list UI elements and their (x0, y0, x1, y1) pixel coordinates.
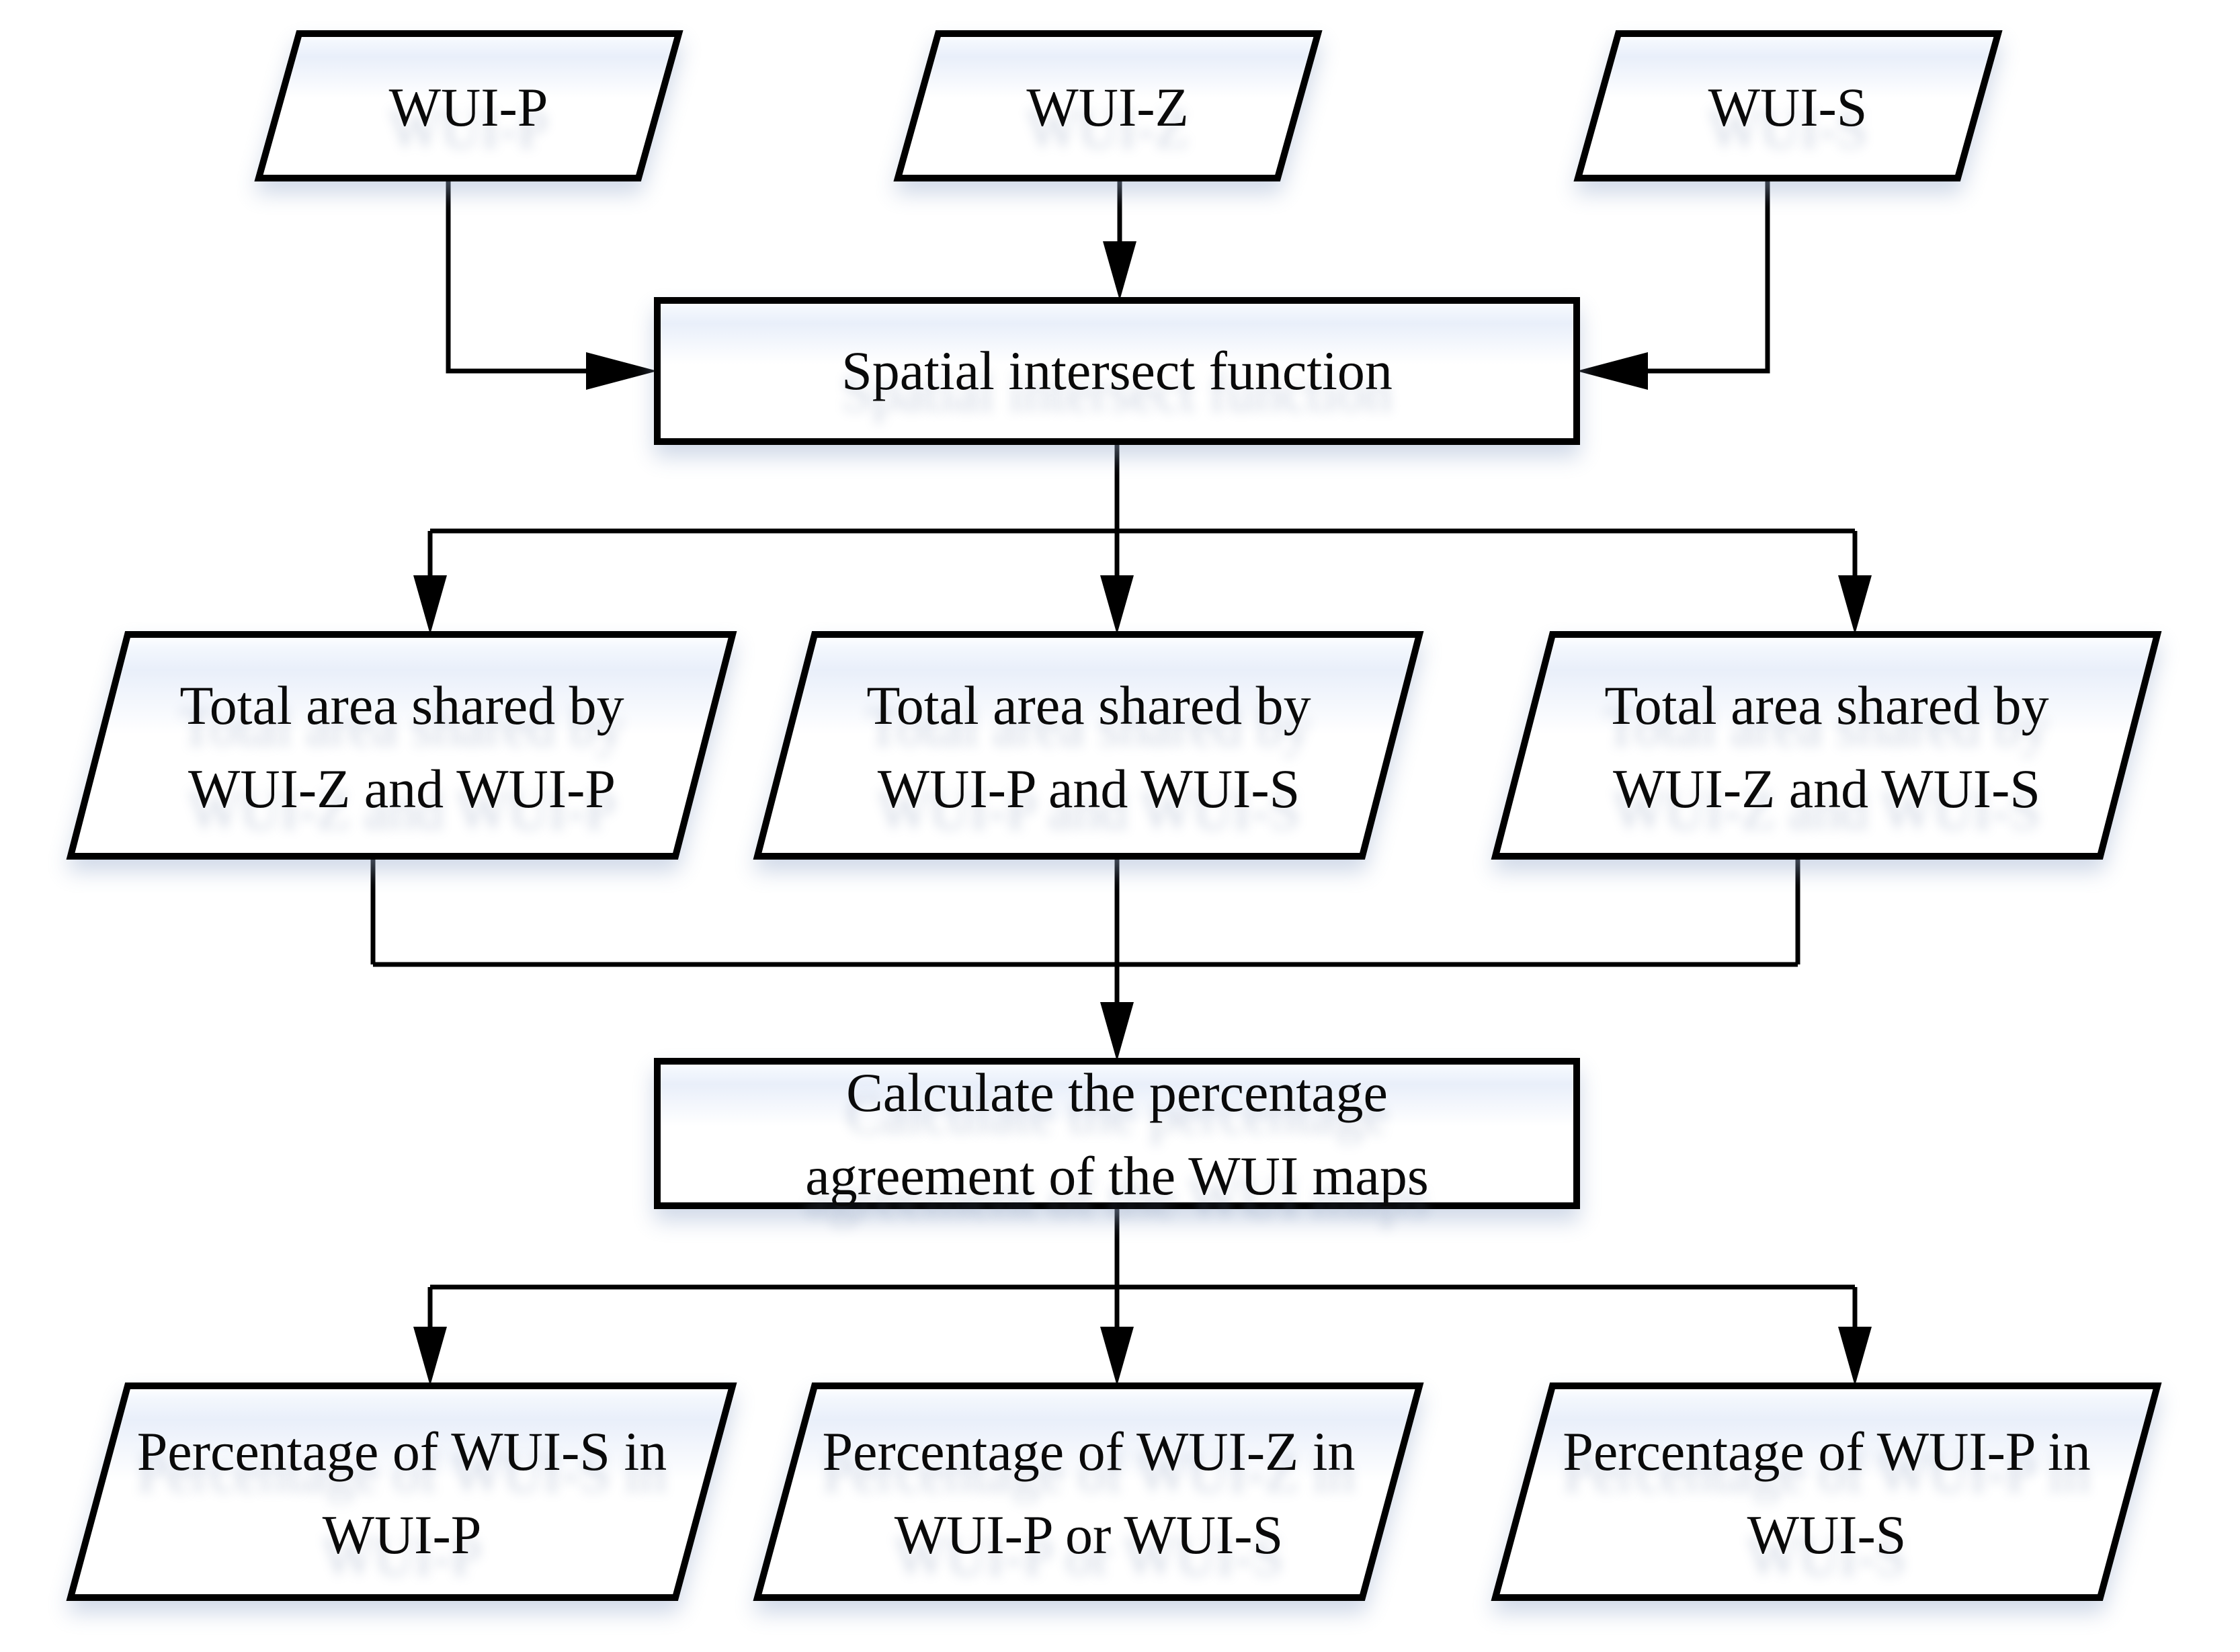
arrowhead-down (413, 1327, 447, 1386)
arrowhead-right (586, 352, 657, 390)
label-line: Total area shared by (866, 675, 1311, 736)
connector-wui-p-to-intersect (446, 178, 589, 374)
shared-label-p-s: Total area shared by WUI-P and WUI-S (866, 664, 1311, 831)
label-line: WUI-P and WUI-S (877, 758, 1300, 819)
input-label-wui-z: WUI-Z (1026, 66, 1188, 149)
output-label-s-in-p: Percentage of WUI-S in WUI-P (137, 1410, 667, 1577)
input-label-wui-p: WUI-P (389, 66, 548, 149)
arrowhead-left (1577, 352, 1648, 390)
input-label-wui-s: WUI-S (1708, 66, 1868, 149)
label-line: WUI-Z and WUI-P (188, 758, 616, 819)
output-parallelogram-z-in-p-or-s (753, 1382, 1424, 1601)
arrowhead-down (1100, 1002, 1134, 1061)
label-line: Spatial intersect function (841, 340, 1393, 401)
label-line: agreement of the WUI maps (805, 1145, 1429, 1206)
input-parallelogram-wui-z (893, 30, 1323, 181)
label-line: WUI-Z (1026, 77, 1189, 138)
shared-parallelogram-z-s (1491, 631, 2162, 860)
label-line: WUI-Z and WUI-S (1612, 758, 2041, 819)
label-line: Percentage of WUI-Z in (822, 1421, 1356, 1482)
arrowhead-down (413, 575, 447, 634)
label-line: WUI-P (322, 1504, 482, 1565)
shared-parallelogram-z-p (66, 631, 737, 860)
label-line: Total area shared by (1604, 675, 2049, 736)
output-label-p-in-s: Percentage of WUI-P in WUI-S (1563, 1410, 2091, 1577)
arrowhead-down (1838, 575, 1872, 634)
arrowhead-down (1100, 1327, 1134, 1386)
arrowhead-down (1103, 241, 1136, 300)
process-label-spatial-intersect: Spatial intersect function (841, 329, 1393, 413)
output-label-z-in-p-or-s: Percentage of WUI-Z in WUI-P or WUI-S (822, 1410, 1355, 1577)
shared-label-z-p: Total area shared by WUI-Z and WUI-P (179, 664, 624, 831)
shared-label-z-s: Total area shared by WUI-Z and WUI-S (1604, 664, 2048, 831)
shapes (66, 30, 2162, 1601)
shared-parallelogram-p-s (753, 631, 1424, 860)
input-parallelogram-wui-p (254, 30, 683, 181)
label-line: WUI-P (388, 77, 548, 138)
label-line: Total area shared by (179, 675, 624, 736)
arrowhead-down (1838, 1327, 1872, 1386)
output-parallelogram-s-in-p (66, 1382, 737, 1601)
connectors (370, 178, 1872, 1386)
input-parallelogram-wui-s (1573, 30, 2003, 181)
label-line: Percentage of WUI-P in (1563, 1421, 2091, 1482)
arrowhead-down (1100, 575, 1134, 634)
process-label-percentage-agreement: Calculate the percentage agreement of th… (805, 1051, 1428, 1218)
label-line: WUI-S (1747, 1504, 1907, 1565)
label-line: WUI-S (1708, 77, 1868, 138)
label-line: Percentage of WUI-S in (136, 1421, 667, 1482)
connector-wui-s-to-intersect (1647, 178, 1770, 374)
label-line: WUI-P or WUI-S (894, 1504, 1284, 1565)
label-line: Calculate the percentage (846, 1062, 1388, 1123)
process-box-percentage-agreement (654, 1058, 1580, 1209)
process-box-spatial-intersect (654, 297, 1580, 445)
output-parallelogram-p-in-s (1491, 1382, 2162, 1601)
